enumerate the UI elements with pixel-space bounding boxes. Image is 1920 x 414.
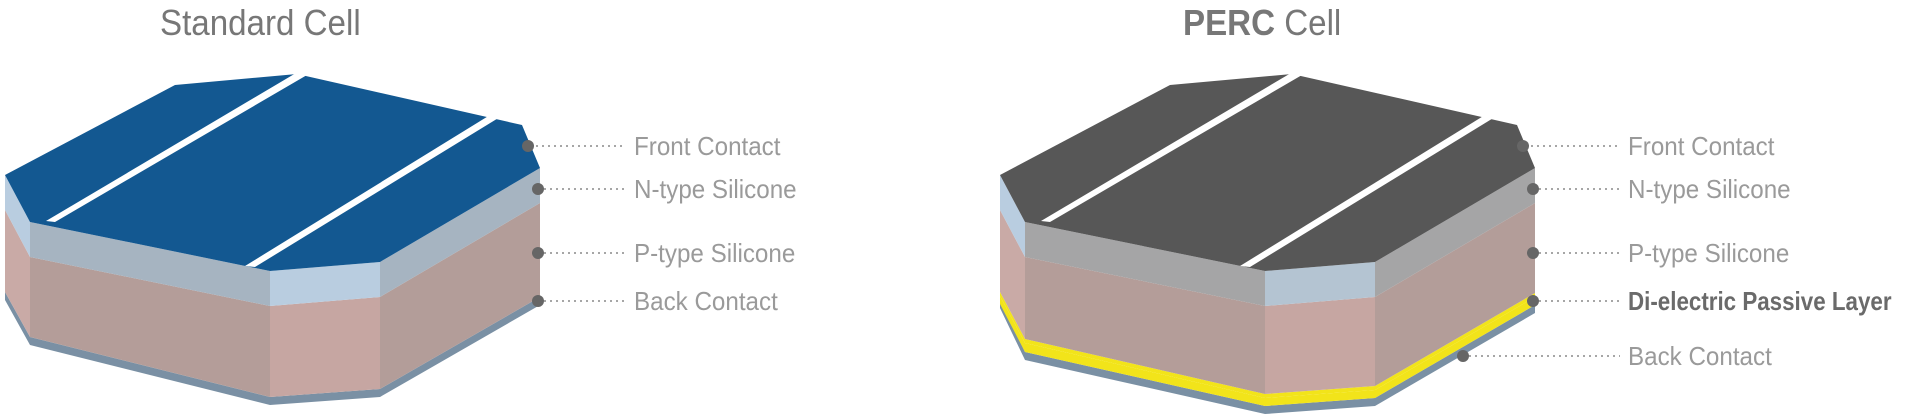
standard-stripe-2 bbox=[245, 115, 500, 267]
dot-perc-ntype bbox=[1527, 183, 1539, 195]
standard-ntype-front-right bbox=[380, 168, 540, 297]
perc-ptype-front-right bbox=[1375, 203, 1535, 386]
perc-ntype-left bbox=[1000, 175, 1025, 257]
standard-label-front-contact: Front Contact bbox=[634, 131, 781, 161]
standard-ntype-front-mid bbox=[270, 262, 380, 306]
perc-back-contact bbox=[1000, 300, 1535, 414]
standard-ntype-front-left bbox=[30, 222, 270, 306]
dot-standard-back-contact bbox=[532, 295, 544, 307]
standard-label-back-contact: Back Contact bbox=[634, 286, 778, 316]
perc-ptype-front-left bbox=[1025, 257, 1265, 394]
perc-ptype-left bbox=[1000, 210, 1025, 339]
perc-ntype-front-right bbox=[1375, 168, 1535, 297]
dot-standard-ntype bbox=[532, 183, 544, 195]
perc-leaders bbox=[1463, 145, 1620, 357]
perc-label-back-contact: Back Contact bbox=[1628, 341, 1772, 371]
standard-leaders bbox=[530, 145, 626, 302]
perc-ptype-front-mid bbox=[1265, 297, 1375, 394]
perc-label-front-contact: Front Contact bbox=[1628, 131, 1775, 161]
perc-cell-title-bold: PERC bbox=[1183, 2, 1276, 43]
dot-perc-front-contact bbox=[1517, 140, 1529, 152]
dot-perc-passive bbox=[1527, 295, 1539, 307]
dot-standard-front-contact bbox=[522, 140, 534, 152]
perc-cell-title: PERC Cell bbox=[1183, 2, 1341, 44]
standard-label-ptype: P-type Silicone bbox=[634, 238, 796, 268]
dot-perc-ptype bbox=[1527, 247, 1539, 259]
perc-ntype-front-left bbox=[1025, 222, 1265, 306]
perc-label-ntype: N-type Silicone bbox=[1628, 174, 1791, 204]
dot-standard-ptype bbox=[532, 247, 544, 259]
standard-cell-title: Standard Cell bbox=[160, 2, 361, 44]
perc-leader-dots bbox=[1457, 140, 1539, 362]
perc-top-face bbox=[1000, 74, 1535, 271]
standard-stripe-1 bbox=[46, 73, 307, 222]
dot-perc-back-contact bbox=[1457, 350, 1469, 362]
standard-ptype-front-left bbox=[30, 257, 270, 397]
standard-back-contact bbox=[5, 292, 540, 405]
perc-passive-layer bbox=[1000, 296, 1535, 406]
perc-ntype-front-mid bbox=[1265, 262, 1375, 306]
standard-ptype-front-mid bbox=[270, 297, 380, 397]
standard-leader-dots bbox=[522, 140, 544, 307]
perc-cell bbox=[1000, 73, 1535, 414]
standard-ptype-left bbox=[5, 210, 30, 337]
perc-cell-title-rest: Cell bbox=[1275, 2, 1342, 43]
standard-top-face bbox=[5, 74, 540, 271]
standard-cell bbox=[5, 73, 540, 405]
standard-ntype-left bbox=[5, 175, 30, 257]
standard-cell-title-text: Standard Cell bbox=[160, 2, 361, 43]
standard-label-ntype: N-type Silicone bbox=[634, 174, 797, 204]
standard-ptype-front-right bbox=[380, 203, 540, 389]
perc-stripe-1 bbox=[1041, 73, 1302, 222]
perc-stripe-2 bbox=[1240, 115, 1495, 267]
perc-label-ptype: P-type Silicone bbox=[1628, 238, 1790, 268]
perc-passive-layer-base bbox=[1000, 292, 1535, 398]
perc-label-passive-layer: Di-electric Passive Layer bbox=[1628, 286, 1892, 316]
